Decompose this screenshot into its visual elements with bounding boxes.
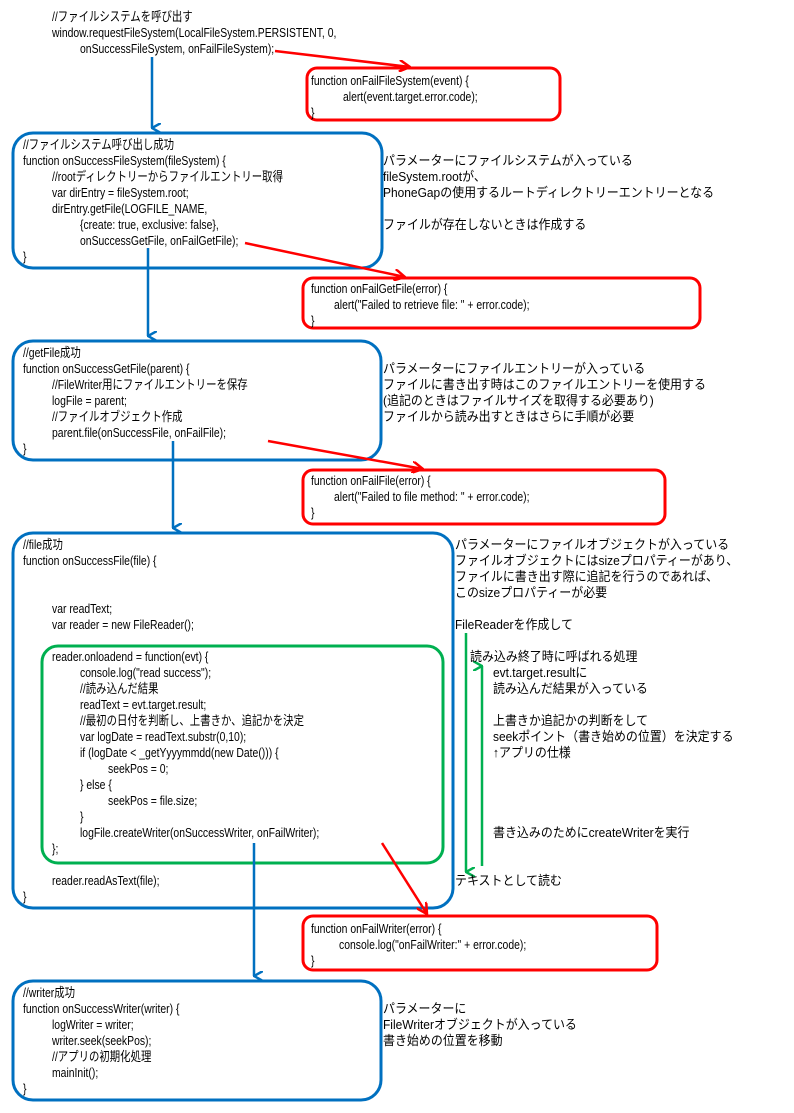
annotation-note: 読み込み終了時に呼ばれる処理 [470, 649, 638, 664]
code-line: alert("Failed to retrieve file: " + erro… [334, 297, 530, 312]
annotation-note: 書き始めの位置を移動 [383, 1033, 503, 1048]
annotation-note: パラメーターにファイルシステムが入っている [383, 153, 633, 168]
code-line: } [80, 809, 84, 824]
code-line: function onSuccessFileSystem(fileSystem)… [23, 153, 226, 168]
code-line: function onFailGetFile(error) { [311, 281, 448, 296]
fail-getfile-box [301, 276, 702, 330]
code-line: function onFailWriter(error) { [311, 921, 442, 936]
code-line: //最初の日付を判断し、上書きか、追記かを決定 [80, 713, 304, 728]
annotation-note: パラメーターに [383, 1001, 467, 1016]
annotation-note: 読み込んだ結果が入っている [493, 681, 648, 696]
success-file-box [11, 531, 455, 910]
code-line: } [311, 313, 315, 328]
code-line: console.log("read success"); [80, 665, 212, 680]
annotation-note: パラメーターにファイルエントリーが入っている [383, 361, 646, 376]
code-line: {create: true, exclusive: false}, [80, 217, 219, 232]
code-line: reader.onloadend = function(evt) { [52, 649, 209, 664]
annotation-note: FileWriterオブジェクトが入っている [383, 1017, 577, 1032]
code-line: alert("Failed to file method: " + error.… [334, 489, 530, 504]
code-line: //getFile成功 [23, 345, 81, 360]
code-line: if (logDate < _getYyyymmdd(new Date())) … [80, 745, 279, 760]
code-line: onSuccessGetFile, onFailGetFile); [80, 233, 239, 248]
code-line: } [311, 105, 315, 120]
annotation-note: FileReaderを作成して [455, 617, 573, 632]
code-line: alert(event.target.error.code); [343, 89, 478, 104]
code-line: function onFailFile(error) { [311, 473, 431, 488]
code-line: } [23, 1081, 27, 1096]
code-line: window.requestFileSystem(LocalFileSystem… [52, 25, 337, 40]
annotation-note: fileSystem.rootが、 [383, 169, 486, 184]
annotation-note: ファイルオブジェクトにはsizeプロパティーがあり、 [455, 553, 739, 568]
code-line: seekPos = file.size; [108, 793, 198, 808]
code-line: } else { [80, 777, 112, 792]
fail-file-box [301, 468, 667, 526]
code-line: logFile.createWriter(onSuccessWriter, on… [80, 825, 320, 840]
code-line: } [23, 441, 27, 456]
annotation-note: ↑アプリの仕様 [493, 745, 571, 760]
code-line: var readText; [52, 601, 113, 616]
annotation-note: evt.target.resultに [493, 665, 588, 680]
code-line: //ファイルシステム呼び出し成功 [23, 137, 175, 152]
fail-arrow [267, 439, 423, 469]
annotation-note: パラメーターにファイルオブジェクトが入っている [455, 537, 730, 552]
code-line: //rootディレクトリーからファイルエントリー取得 [52, 169, 283, 184]
code-line: parent.file(onSuccessFile, onFailFile); [52, 425, 226, 440]
code-line: }; [52, 841, 59, 856]
fail-arrow [244, 241, 405, 277]
code-line: } [23, 889, 27, 904]
success-getfile-box [11, 339, 383, 462]
code-line: function onSuccessFile(file) { [23, 553, 157, 568]
code-line: //読み込んだ結果 [80, 681, 159, 696]
onloadend-box [40, 644, 445, 865]
annotation-note: 書き込みのためにcreateWriterを実行 [493, 825, 690, 840]
code-line: //ファイルオブジェクト作成 [52, 409, 183, 424]
annotation-note: このsizeプロパティーが必要 [455, 585, 608, 600]
annotation-note: ファイルに書き出す時はこのファイルエントリーを使用する [383, 377, 706, 392]
code-line: reader.readAsText(file); [52, 873, 160, 888]
code-line: //writer成功 [23, 985, 76, 1000]
code-line: logWriter = writer; [52, 1017, 134, 1032]
code-line: function onFailFileSystem(event) { [311, 73, 469, 88]
success-writer-box [11, 979, 383, 1102]
annotation-note: PhoneGapの使用するルートディレクトリーエントリーとなる [383, 185, 715, 200]
code-line: } [311, 953, 315, 968]
code-line: //file成功 [23, 537, 63, 552]
code-line: dirEntry.getFile(LOGFILE_NAME, [52, 201, 208, 216]
annotation-note: ファイルが存在しないときは作成する [383, 217, 587, 232]
annotation-note: テキストとして読む [455, 873, 562, 888]
code-line: } [23, 249, 27, 264]
code-line: logFile = parent; [52, 393, 127, 408]
code-line: console.log("onFailWriter:" + error.code… [339, 937, 527, 952]
fail-writer-box [301, 914, 659, 972]
code-line: var dirEntry = fileSystem.root; [52, 185, 189, 200]
code-line: writer.seek(seekPos); [52, 1033, 152, 1048]
code-line: //ファイルシステムを呼び出す [52, 9, 193, 24]
fail-filesystem-box [305, 66, 562, 122]
code-line: var reader = new FileReader(); [52, 617, 194, 632]
success-filesystem-box [11, 131, 384, 270]
code-line: } [311, 505, 315, 520]
annotation-note: 上書きか追記かの判断をして [493, 713, 649, 728]
code-line: mainInit(); [52, 1065, 99, 1080]
annotation-note: seekポイント（書き始めの位置）を決定する [493, 729, 734, 744]
fail-arrow [274, 49, 410, 67]
fail-arrow [380, 842, 427, 914]
annotation-note: ファイルから読み出すときはさらに手順が必要 [383, 409, 635, 424]
code-line: function onSuccessWriter(writer) { [23, 1001, 180, 1016]
code-line: onSuccessFileSystem, onFailFileSystem); [80, 41, 275, 56]
code-line: //アプリの初期化処理 [52, 1049, 152, 1064]
annotation-note: (追記のときはファイルサイズを取得する必要あり) [383, 393, 654, 408]
code-line: var logDate = readText.substr(0,10); [80, 729, 247, 744]
code-line: //FileWriter用にファイルエントリーを保存 [52, 377, 248, 392]
code-line: readText = evt.target.result; [80, 697, 207, 712]
annotation-note: ファイルに書き出す際に追記を行うのであれば、 [455, 569, 719, 584]
code-line: function onSuccessGetFile(parent) { [23, 361, 190, 376]
code-line: seekPos = 0; [108, 761, 169, 776]
